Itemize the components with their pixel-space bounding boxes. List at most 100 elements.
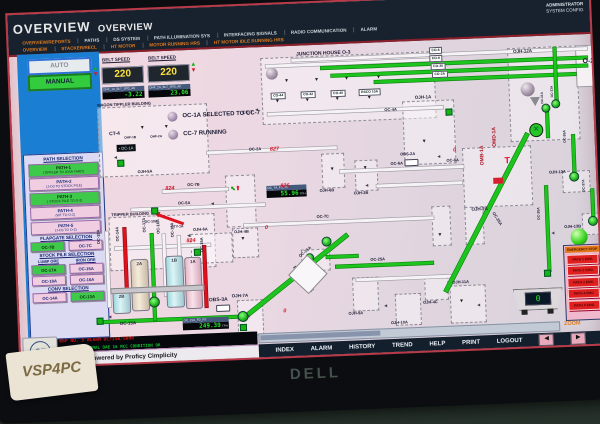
bottom-menu-item[interactable]: HISTORY xyxy=(348,343,376,351)
bottom-menu-item[interactable]: PRINT xyxy=(461,339,481,346)
diagram-label: OC-8A xyxy=(446,157,459,163)
drive-horn-icon: ◄ xyxy=(112,154,119,162)
red-marker xyxy=(493,177,504,184)
conveyor-line xyxy=(243,216,434,227)
menu-item[interactable]: OVERVIEW xyxy=(22,46,48,53)
emergency-panel-title: EMERGENCY STOP xyxy=(564,245,600,254)
diagram-label: OJH-2A xyxy=(471,206,489,212)
wagon-wheel-icon xyxy=(547,308,554,314)
paper-note-text: VSP4PC xyxy=(21,358,82,381)
bottom-menu-item[interactable]: HELP xyxy=(429,340,446,348)
down-arrow-icon: ▼ xyxy=(329,166,335,173)
tonnage-value: 826 xyxy=(280,183,290,190)
flapgate-arrows-icon: ⬉⬆ xyxy=(230,185,241,193)
belt-marker xyxy=(239,323,248,332)
down-arrow-icon: ▼ xyxy=(343,75,350,82)
emergency-path-button[interactable]: PATH 2 EMG xyxy=(566,264,600,276)
tonnage-value: 0 xyxy=(452,147,457,154)
diagram-label: OC-4A xyxy=(384,106,397,113)
down-arrow-icon: ▼ xyxy=(421,138,427,145)
stockpile-silo: 2A xyxy=(130,258,151,312)
menu-item[interactable]: DS SYSTEM xyxy=(106,35,147,43)
diagram-label-rotated: OC-33A xyxy=(549,85,554,98)
hopper-cone-icon xyxy=(529,96,541,107)
menu-item[interactable]: RADIO COMMUNICATION xyxy=(283,27,354,36)
diagram-label-rotated: OC-17A xyxy=(140,217,147,233)
tonnage-value: 827 xyxy=(269,146,280,153)
bottom-menu-item[interactable]: ALARM xyxy=(310,344,333,352)
diagram-label: OHF-1B xyxy=(124,135,137,140)
diagram-label: OJH-9A xyxy=(348,310,364,316)
diagram-label: OC-6A xyxy=(390,160,404,166)
diagram-label: OBS-3A xyxy=(208,296,228,304)
conveyor-line xyxy=(590,188,595,219)
bottom-menu-item[interactable]: LOGOUT xyxy=(496,337,523,345)
tonnage-value: 824 xyxy=(165,185,175,193)
diagram-label: OJH-5A xyxy=(137,168,153,175)
diagram-label: OJH-3B xyxy=(353,189,369,196)
emergency-path-button[interactable]: PATH 4 EMG xyxy=(567,287,600,299)
diagram-label-rotated: OC-14A xyxy=(114,226,120,242)
belt-marker xyxy=(193,248,202,256)
diagram-label: OJH-10A xyxy=(390,319,408,326)
wagon-wheel-icon xyxy=(521,309,528,315)
menu-item[interactable]: HT MOTOR xyxy=(103,42,143,50)
diagram-label: OJH-1A xyxy=(414,94,432,100)
conveyor-line xyxy=(326,254,359,259)
diagram-label: OBS-2A xyxy=(400,150,416,157)
diagram-label: CT-4 xyxy=(108,130,121,138)
scrollbar-thumb[interactable] xyxy=(260,330,381,341)
menu-item[interactable]: ALARM xyxy=(353,26,385,33)
bottom-menu-item[interactable]: INDEX xyxy=(275,346,295,354)
dell-logo: DELL xyxy=(289,364,342,384)
emergency-path-button[interactable]: PATH 5 EMG xyxy=(568,299,600,311)
drive-horn-icon: ◄ xyxy=(245,313,251,320)
diagram-label-rotated: OC-31A xyxy=(539,92,545,104)
tonnage-value: 0 xyxy=(283,308,287,315)
trip-symbol: T xyxy=(504,155,511,166)
junction-house-box xyxy=(431,205,452,247)
diagram-label: OC-2A xyxy=(248,146,262,152)
belt-scale-icon xyxy=(404,158,419,167)
junction-house-box xyxy=(224,174,257,228)
bottom-menu-item[interactable]: TREND xyxy=(391,341,413,349)
belt-marker xyxy=(151,207,159,215)
down-arrow-icon: ▼ xyxy=(274,98,280,105)
drive-horn-icon: ◄ xyxy=(209,201,216,208)
speed-arrows[interactable]: ▲▼ xyxy=(92,65,99,78)
session-info: 07/04/2025 16:41:33 ADMINISTRATOR SYSTEM… xyxy=(542,0,584,15)
menu-item[interactable]: OVERVIEW/REPORTS xyxy=(22,38,71,46)
emergency-path-button[interactable]: PATH 3 EMG xyxy=(567,276,600,288)
equipment-chip: CO-9 xyxy=(429,54,443,62)
wagon-count-display: 0 xyxy=(524,291,552,306)
page-right-arrow-button[interactable]: ▶ xyxy=(570,331,587,345)
diagram-label-rotated: OMB-1A xyxy=(478,145,486,166)
diagram-label: BELT SPEED xyxy=(147,54,177,61)
diagram-label-rotated: OC-18A xyxy=(95,229,102,245)
diagram-label: OJH-11A xyxy=(452,278,470,285)
down-arrow-icon: ▼ xyxy=(458,298,465,305)
menu-item[interactable]: STACKER/RECL xyxy=(54,44,105,52)
diagram-label: OJH-12A xyxy=(513,48,533,54)
diagram-label: OJH-7A xyxy=(231,292,249,299)
system-config-link[interactable]: SYSTEM CONFIG xyxy=(546,7,584,14)
stockpile-silo: 1B xyxy=(165,255,186,309)
tonnage-value: 0 xyxy=(264,224,269,232)
equipment-chip: CO-30 xyxy=(430,62,446,70)
speed-arrows[interactable]: ▲▼ xyxy=(190,61,197,74)
diagram-label: OC-7B xyxy=(187,181,200,188)
diagram-label: O-2 xyxy=(582,57,595,66)
pulley-icon xyxy=(148,296,161,308)
down-arrow-icon: ▼ xyxy=(283,77,290,85)
belt-marker xyxy=(96,317,104,325)
down-arrow-icon: ▼ xyxy=(240,235,246,243)
page-left-arrow-button[interactable]: ◀ xyxy=(538,333,555,346)
tonnage-value: 824 xyxy=(186,237,196,245)
emergency-path-button[interactable]: PATH 1 EMG xyxy=(566,253,599,265)
belt-speed-value: 220 xyxy=(147,63,191,83)
hmi-screen: OVERVIEW OVERVIEW 07/04/2025 16:41:33 AD… xyxy=(5,0,600,370)
menu-item[interactable]: PATHS xyxy=(77,37,107,44)
